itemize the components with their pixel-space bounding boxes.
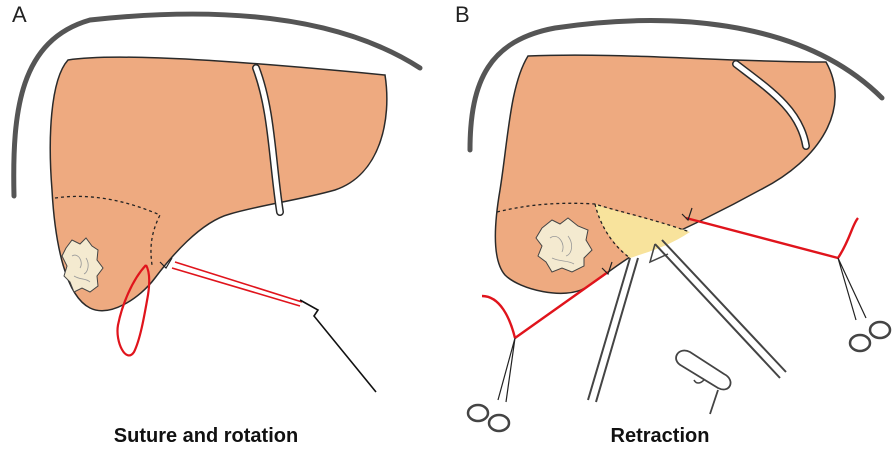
hemostat-icon xyxy=(838,258,890,351)
hemostat-icon xyxy=(468,338,515,431)
caption-retraction: Retraction xyxy=(570,425,750,448)
liver-a xyxy=(50,57,387,311)
suture-thread-a xyxy=(172,262,302,306)
panel-b xyxy=(468,21,890,431)
needle-icon xyxy=(300,300,376,392)
panel-a xyxy=(14,14,420,392)
probe-icon xyxy=(676,351,730,414)
suture-thread-b-right xyxy=(686,218,858,258)
caption-suture-rotation: Suture and rotation xyxy=(86,425,326,448)
